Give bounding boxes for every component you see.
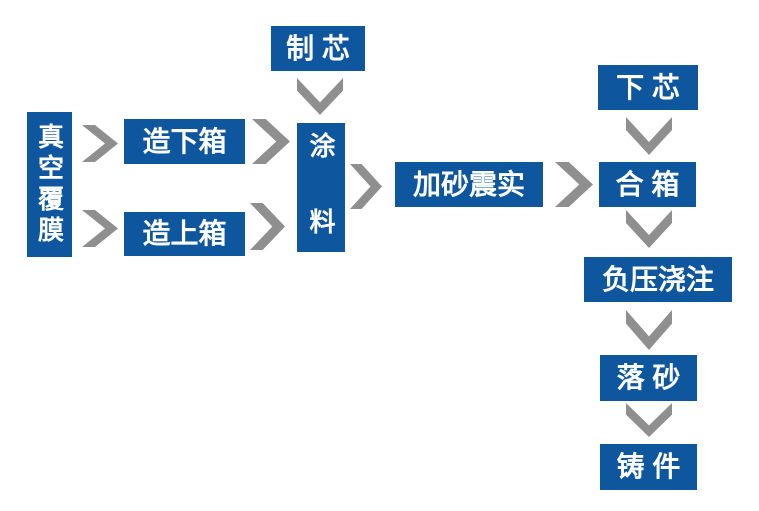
node-make-lower-box: 造下箱 — [124, 119, 245, 164]
arrow-right-icon — [555, 162, 593, 207]
chevron-down-glyph — [626, 210, 672, 248]
arrow-right-icon — [82, 125, 118, 162]
node-casting: 铸 件 — [600, 444, 697, 490]
arrow-right-icon — [250, 203, 285, 250]
node-shakeout: 落 砂 — [600, 355, 697, 401]
chevron-right-glyph — [555, 162, 593, 207]
chevron-down-glyph — [626, 117, 672, 155]
node-vacuum-pouring: 负压浇注 — [584, 257, 732, 302]
arrow-right-icon — [252, 119, 290, 164]
chevron-right-glyph — [250, 203, 285, 250]
chevron-right-glyph — [82, 210, 118, 247]
chevron-down-glyph — [297, 78, 343, 115]
chevron-right-glyph — [82, 125, 118, 162]
node-coating: 涂 料 — [297, 123, 345, 252]
arrow-down-icon — [626, 210, 672, 248]
arrow-down-icon — [626, 403, 672, 437]
node-make-upper-box: 造上箱 — [124, 212, 245, 256]
node-core-making: 制 芯 — [271, 26, 365, 71]
node-lower-core: 下 芯 — [598, 65, 698, 110]
node-close-box: 合 箱 — [599, 162, 696, 207]
arrow-down-icon — [626, 310, 672, 350]
chevron-right-glyph — [252, 119, 290, 164]
node-sand-vibration: 加砂震实 — [395, 162, 543, 207]
node-vacuum-film: 真空覆膜 — [27, 112, 72, 257]
arrow-down-icon — [297, 78, 343, 115]
arrow-down-icon — [626, 117, 672, 155]
chevron-down-glyph — [626, 403, 672, 437]
chevron-down-glyph — [626, 310, 672, 350]
arrow-right-icon — [350, 164, 382, 209]
arrow-right-icon — [82, 210, 118, 247]
chevron-right-glyph — [350, 164, 382, 209]
